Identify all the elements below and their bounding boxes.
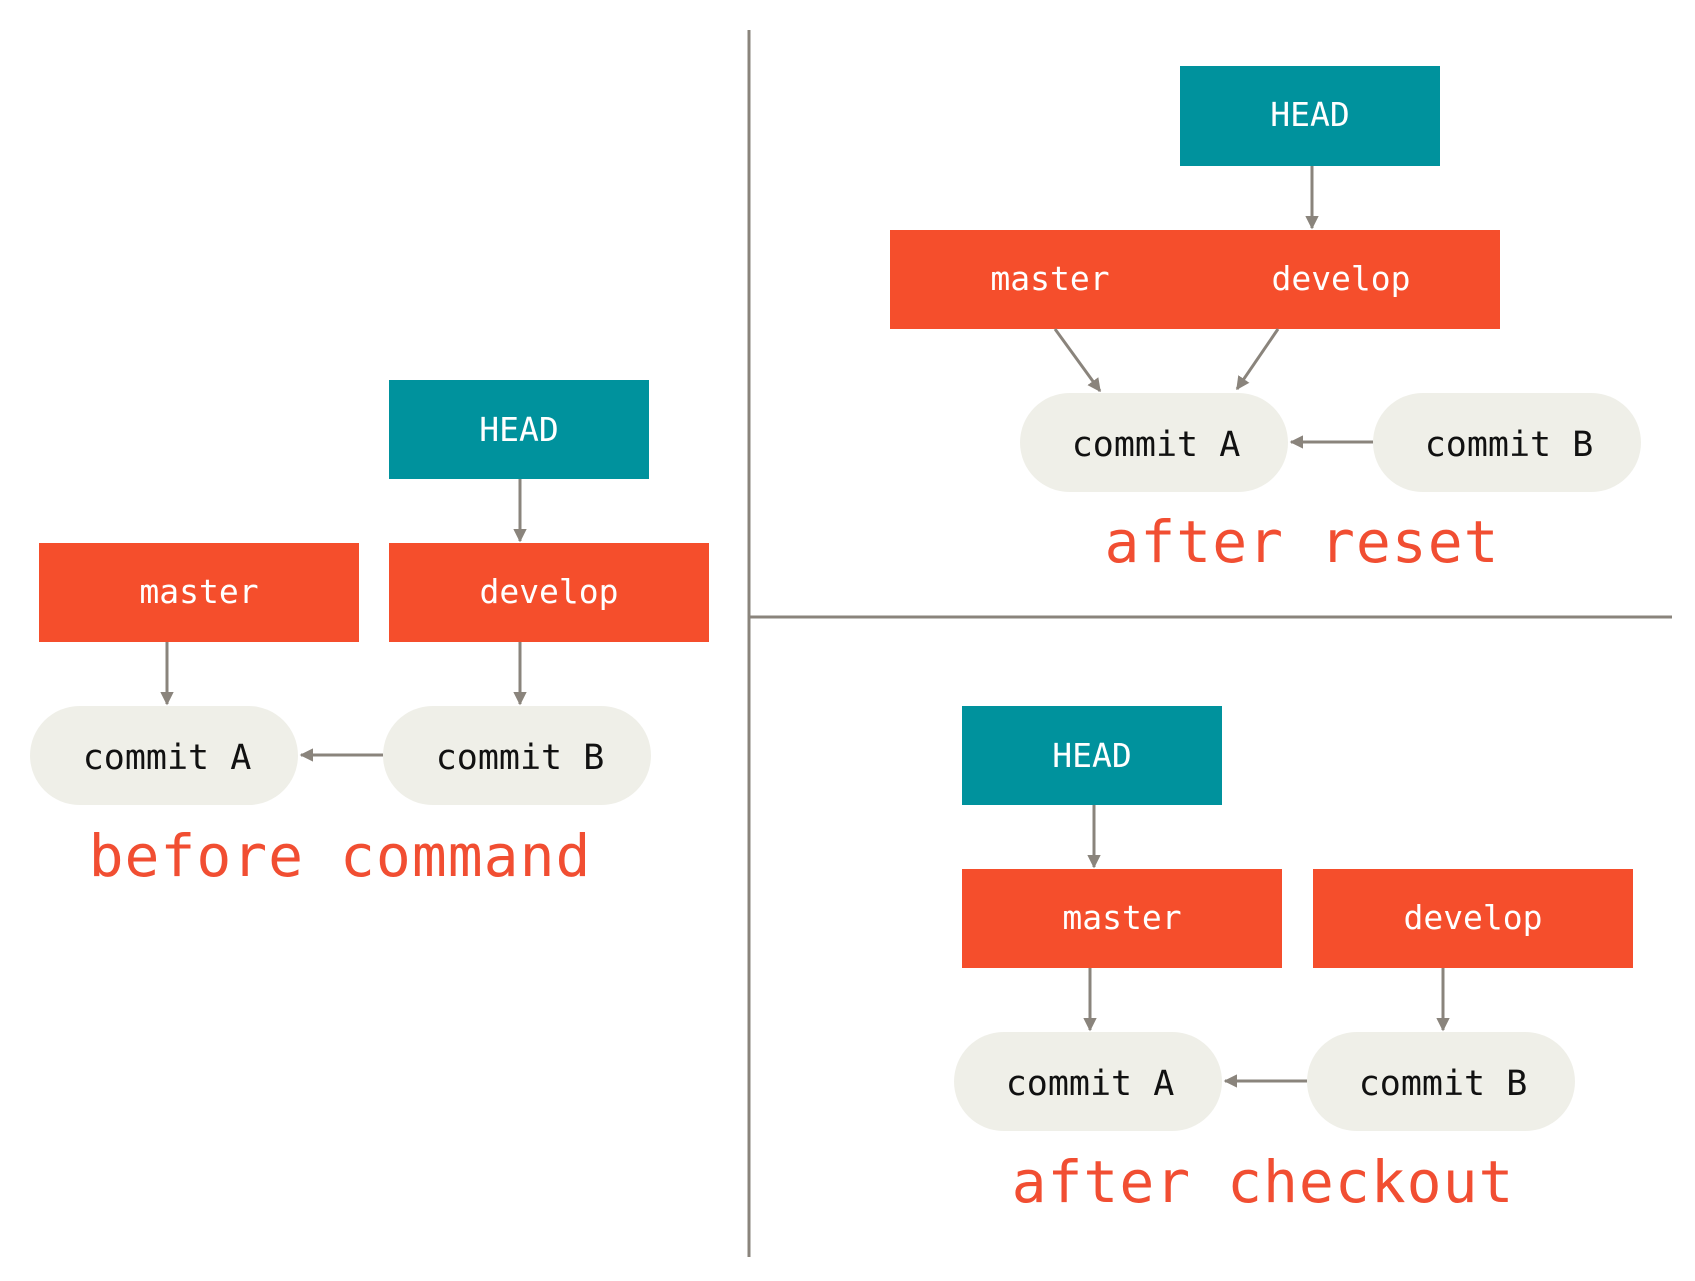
develop-to-commit-a-arrow	[1235, 328, 1280, 391]
develop-label: develop	[1403, 898, 1542, 937]
develop-branch-box	[389, 543, 709, 642]
after-reset-caption: after reset	[1104, 508, 1499, 576]
commit-a-label: commit A	[1072, 425, 1241, 465]
master-branch-box	[962, 869, 1282, 968]
master-label: master	[990, 259, 1109, 298]
head-label: HEAD	[479, 410, 558, 449]
commit-a-node	[1020, 393, 1288, 492]
master-branch-box	[39, 543, 359, 642]
commit-b-node	[383, 706, 651, 805]
develop-label: develop	[1271, 259, 1410, 298]
after-checkout-caption: after checkout	[1012, 1148, 1515, 1216]
commit-b-label: commit B	[436, 738, 605, 778]
commit-b-label: commit B	[1425, 425, 1594, 465]
commit-a-label: commit A	[83, 738, 252, 778]
after-reset-panel: HEAD master develop commit A commit B af…	[890, 66, 1641, 576]
head-box	[389, 380, 649, 479]
master-develop-branch-box	[890, 230, 1500, 329]
after-checkout-panel: HEAD master develop commit A commit B af…	[954, 706, 1633, 1216]
before-command-caption: before command	[89, 822, 592, 890]
head-label: HEAD	[1052, 736, 1131, 775]
commit-b-node	[1373, 393, 1641, 492]
head-box	[1180, 66, 1440, 166]
commit-b-node	[1307, 1032, 1575, 1131]
head-box	[962, 706, 1222, 805]
head-label: HEAD	[1270, 95, 1349, 134]
develop-branch-box	[1313, 869, 1633, 968]
master-label: master	[139, 572, 258, 611]
commit-b-label: commit B	[1359, 1064, 1528, 1104]
commit-a-node	[954, 1032, 1222, 1131]
before-command-panel: HEAD master develop commit A commit B be…	[30, 380, 709, 890]
commit-a-label: commit A	[1006, 1064, 1175, 1104]
master-to-commit-a-arrow	[1053, 328, 1102, 393]
commit-a-node	[30, 706, 298, 805]
master-label: master	[1062, 898, 1181, 937]
develop-label: develop	[479, 572, 618, 611]
